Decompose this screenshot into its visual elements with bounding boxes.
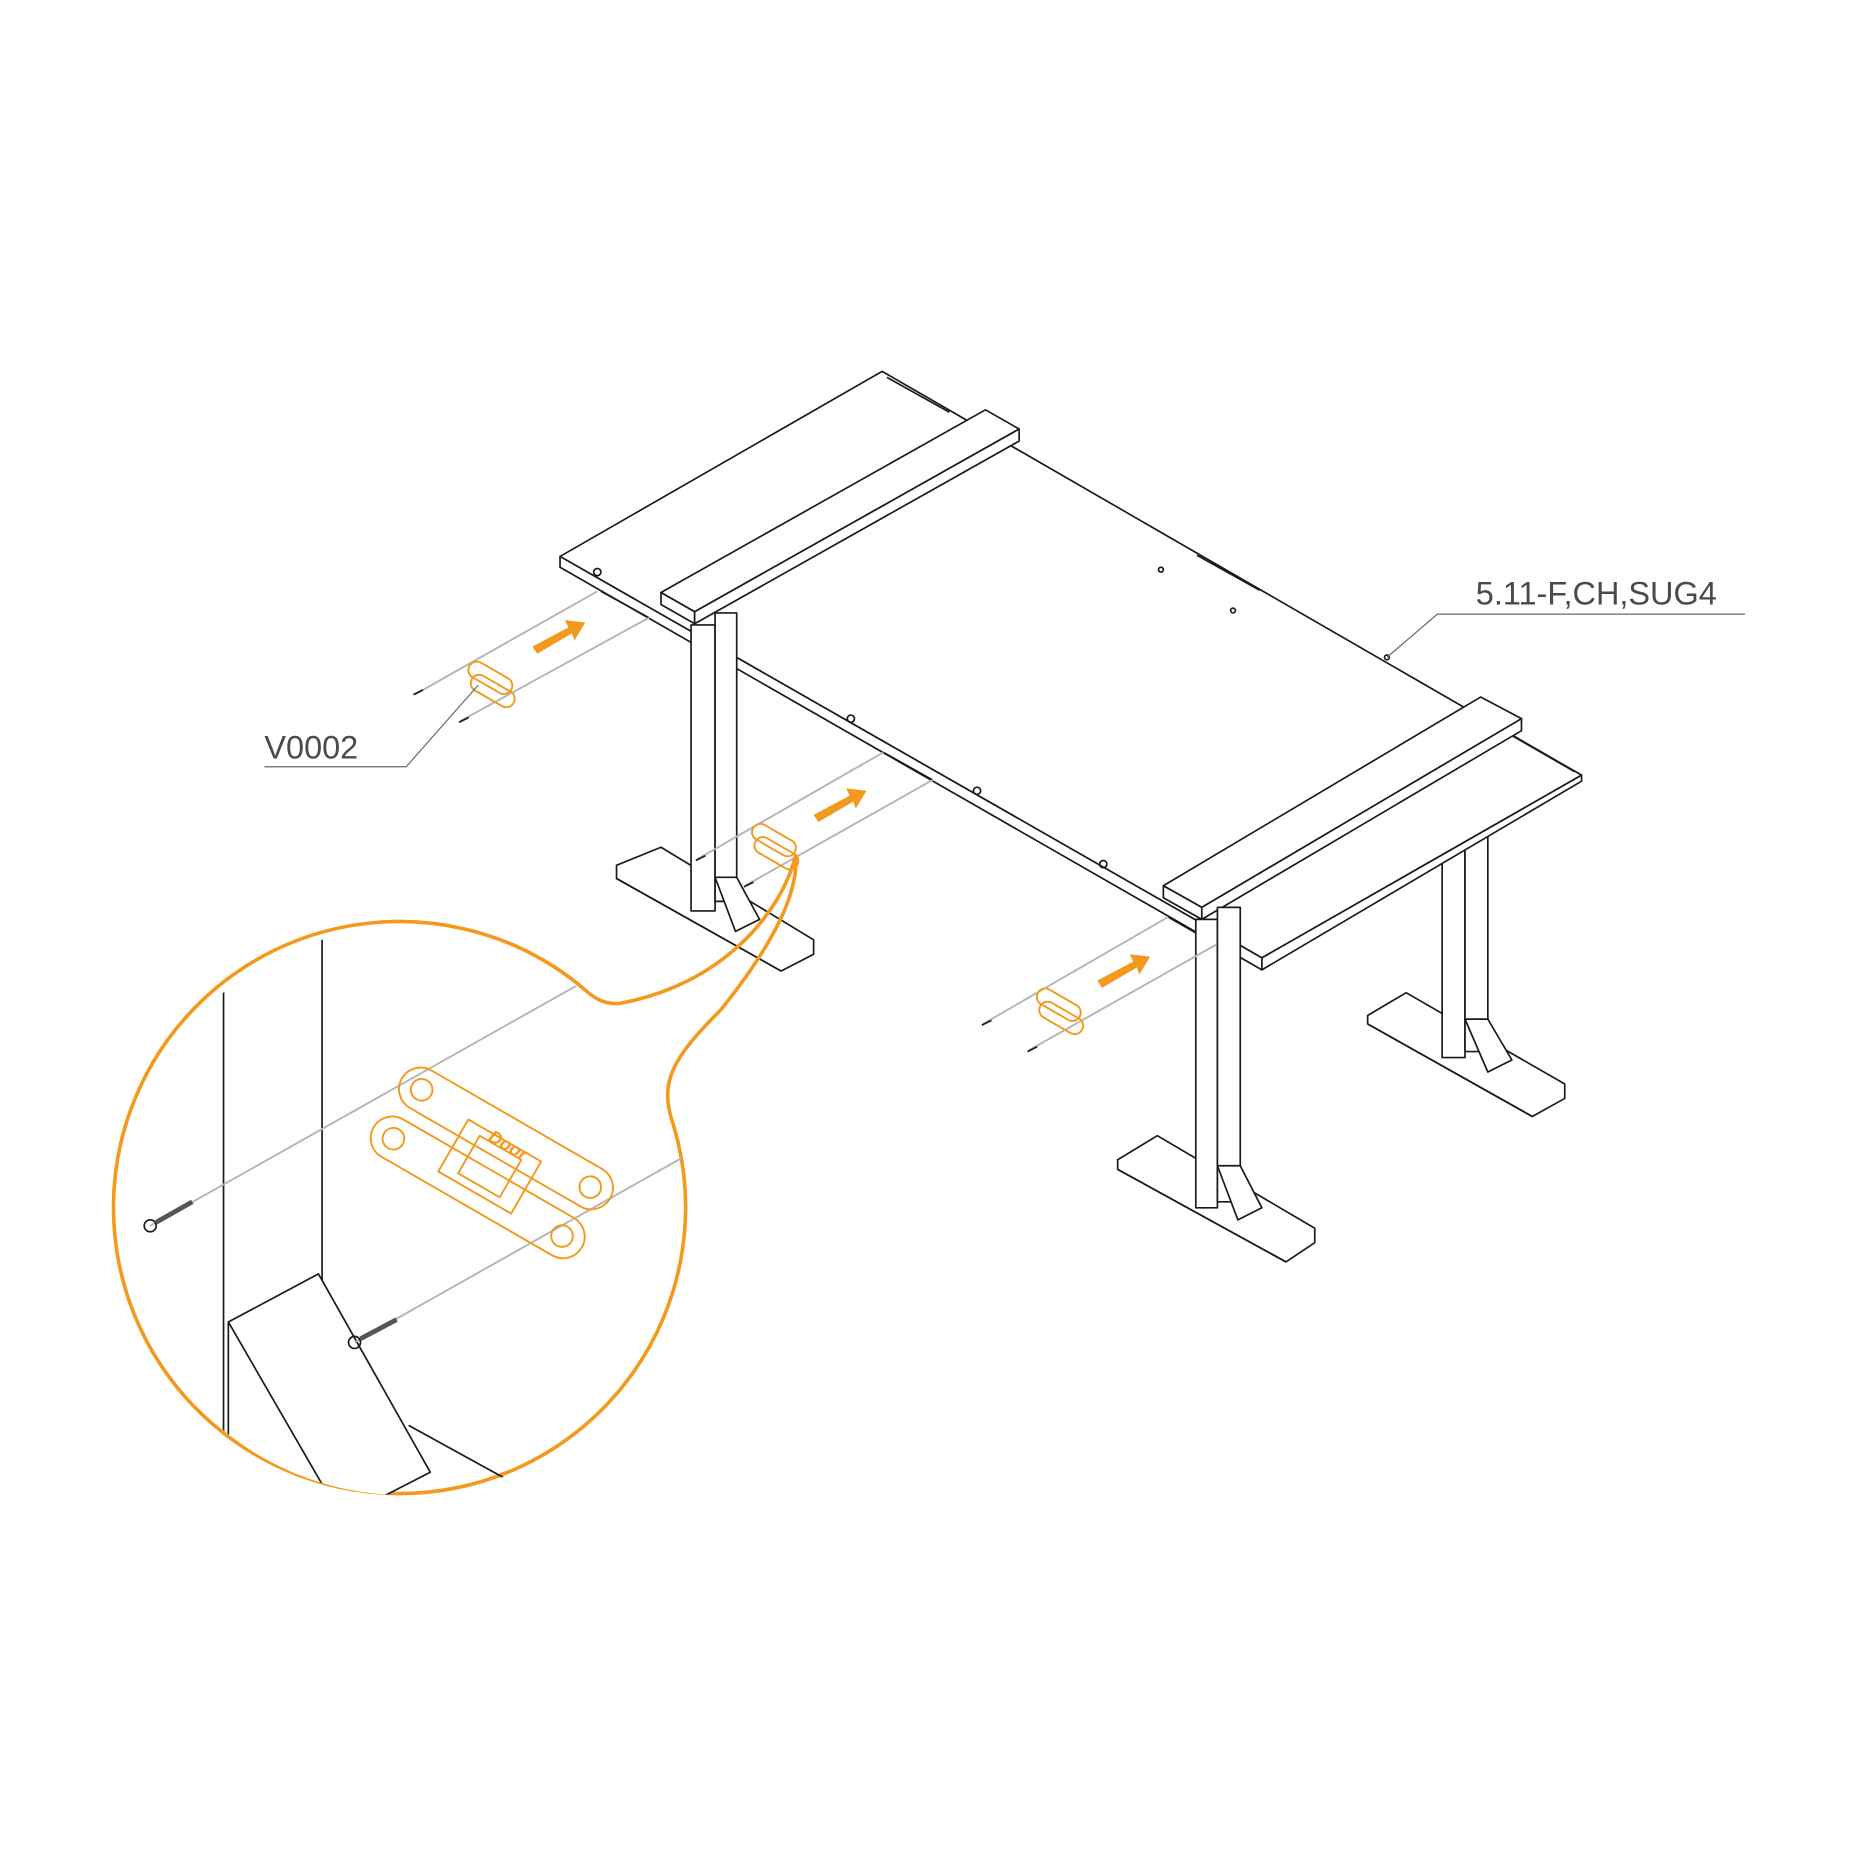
tabletop-part-label: 5.11-F,CH,SUG4: [1476, 576, 1717, 612]
crossbar-left: [660, 408, 1020, 625]
hinge-group-1: [413, 590, 650, 724]
hinge-icon: [467, 660, 516, 709]
arrow-icon: [532, 620, 586, 654]
hinge-icon: Door: [369, 1066, 614, 1260]
leg-front-right: [1116, 906, 1316, 1263]
callout-hinge-part: V0002: [264, 684, 479, 768]
hinge-part-label: V0002: [264, 729, 358, 765]
magnifier-callout-icon: Door: [111, 853, 798, 1496]
screw-icon: [347, 1317, 398, 1350]
screw-icon: [143, 1199, 194, 1233]
hinge-engraving: Door: [485, 1126, 532, 1165]
crossbar-right: [1162, 696, 1523, 921]
leg-front-left: [615, 612, 815, 972]
hinge-icon: [1035, 987, 1085, 1036]
callout-tabletop-part: 5.11-F,CH,SUG4: [1386, 576, 1746, 658]
arrow-icon: [813, 788, 867, 823]
arrow-icon: [1097, 954, 1151, 988]
hinge-group-3: [981, 916, 1217, 1053]
